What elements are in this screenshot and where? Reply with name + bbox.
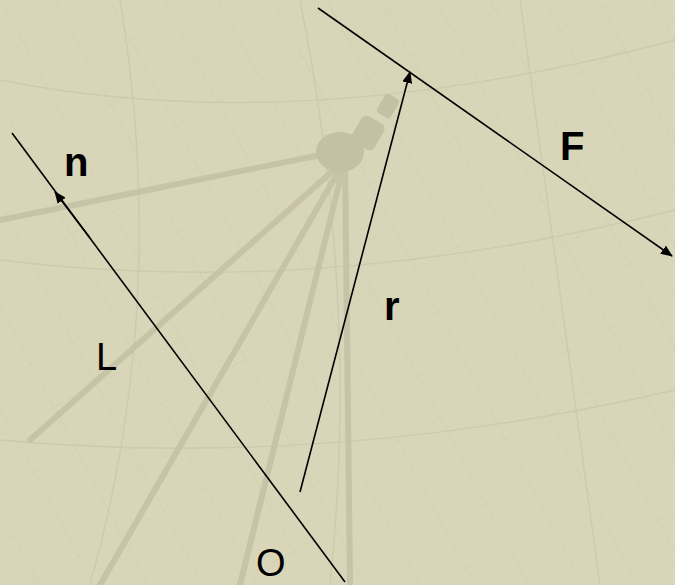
vector-label: F (560, 126, 584, 166)
position-vector-r (300, 72, 410, 492)
point-label: O (256, 544, 286, 582)
axis-line-L (12, 133, 345, 582)
unit-vector-n (55, 192, 90, 238)
force-line-F (318, 8, 672, 256)
vector-label: r (384, 286, 400, 326)
vector-label: n (64, 142, 88, 182)
line-label: L (96, 338, 117, 376)
